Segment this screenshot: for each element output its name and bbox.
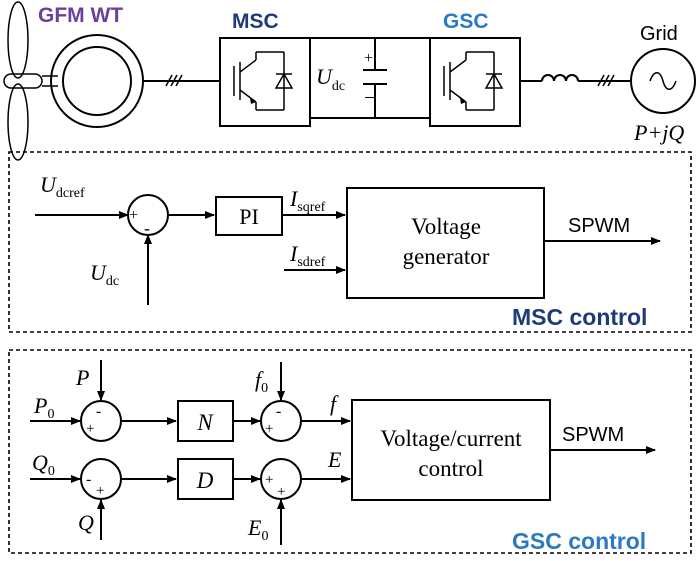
udcref-label: Udcref	[40, 172, 85, 201]
control-block-line2: control	[418, 456, 483, 481]
svg-text:+: +	[129, 207, 138, 224]
gsc-control-title: GSC control	[512, 528, 646, 554]
svg-text:+: +	[96, 483, 104, 499]
d-label: D	[196, 468, 214, 493]
msc-label: MSC	[232, 10, 279, 33]
udc-label: Udc	[90, 260, 119, 289]
inductor-icon	[541, 74, 579, 82]
three-phase-slashes-icon	[597, 74, 615, 87]
svg-text:+: +	[277, 484, 285, 500]
voltage-generator-block	[346, 187, 545, 299]
gsc-p-summing-junction: - +	[80, 400, 122, 442]
msc-control-panel: MSC control Udcref + - Udc PI Isqref Isd…	[8, 151, 692, 333]
gsc-spwm-label: SPWM	[562, 424, 624, 446]
f-label: f	[330, 391, 339, 416]
n-block	[177, 400, 234, 442]
grid-source-icon	[630, 48, 696, 114]
gsc-e-summing-junction: + +	[260, 458, 302, 500]
svg-text:−: −	[364, 87, 375, 109]
isqref-label: Isqref	[289, 186, 326, 215]
turbine-blades-icon	[3, 1, 43, 161]
f0-label: f0	[255, 367, 268, 396]
q-label: Q	[78, 510, 94, 535]
n-label: N	[196, 410, 214, 435]
q0-label: Q0	[32, 450, 55, 479]
pi-block	[215, 196, 283, 236]
svg-text:-: -	[144, 218, 150, 238]
p0-label: P0	[33, 393, 54, 422]
gsc-control-panel: GSC control P P0 - + N f0 - + f Q0	[8, 349, 692, 554]
d-block	[177, 458, 234, 500]
generator-icon	[50, 34, 144, 128]
e-label: E	[327, 447, 342, 472]
msc-spwm-label: SPWM	[568, 215, 630, 237]
svg-text:-: -	[276, 403, 281, 420]
p-label: P	[75, 365, 89, 390]
svg-text:+: +	[86, 421, 94, 437]
msc-control-title: MSC control	[512, 304, 647, 330]
three-phase-slashes-icon	[165, 74, 183, 87]
dc-voltage-label: Udc	[316, 64, 345, 94]
gsc-f-summing-junction: - +	[260, 400, 302, 442]
isdref-label: Isdref	[289, 241, 326, 270]
e0-label: E0	[247, 515, 268, 544]
svg-text:+: +	[364, 50, 373, 67]
dc-capacitor-icon: + −	[363, 50, 387, 109]
msc-summing-junction: + -	[127, 194, 169, 238]
voltage-generator-line2: generator	[403, 244, 490, 269]
svg-text:+: +	[265, 472, 273, 488]
control-block-line1: Voltage/current	[380, 426, 522, 451]
voltage-generator-line1: Voltage	[411, 214, 481, 239]
power-label: P+jQ	[633, 120, 684, 145]
pi-label: PI	[239, 204, 259, 229]
gsc-q-summing-junction: - +	[80, 458, 122, 500]
grid-label: Grid	[640, 23, 678, 45]
svg-text:-: -	[96, 403, 101, 420]
power-circuit: GFM WT MSC	[3, 1, 696, 161]
svg-text:+: +	[265, 421, 273, 437]
igbt-switch-icon	[233, 51, 294, 111]
gsc-label: GSC	[443, 10, 489, 33]
wt-label: GFM WT	[38, 4, 123, 27]
igbt-switch-icon	[443, 51, 504, 111]
svg-text:-: -	[86, 471, 91, 488]
